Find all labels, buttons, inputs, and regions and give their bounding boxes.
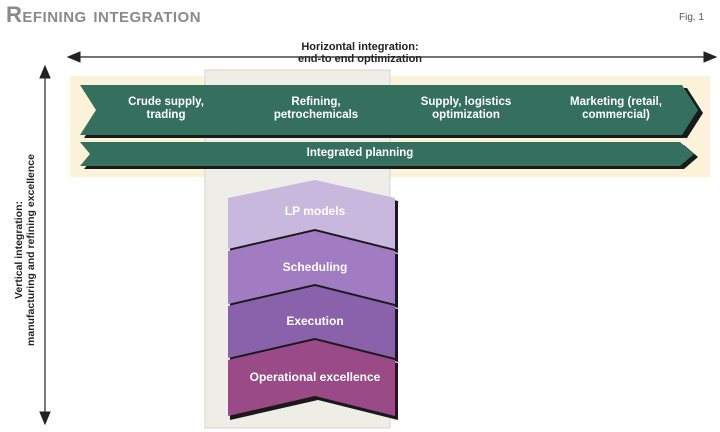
label-supply-logistics: Supply, logistics optimization — [400, 96, 532, 122]
label-execution: Execution — [286, 314, 344, 328]
refining-line1: Refining, — [291, 96, 341, 108]
chevron-marketing — [530, 85, 698, 135]
horizontal-label-line2: end-to end optimization — [297, 53, 423, 65]
horizontal-integration-label: Horizontal integration: end-to end optim… — [280, 41, 440, 65]
refining-line2: petrochemicals — [273, 109, 359, 121]
label-marketing: Marketing (retail, commercial) — [550, 96, 682, 122]
supply-logistics-line1: Supply, logistics — [420, 96, 512, 108]
vertical-double-arrow — [39, 64, 51, 426]
label-refining: Refining, petrochemicals — [250, 96, 382, 122]
label-crude-supply: Crude supply, trading — [100, 96, 232, 122]
crude-supply-line2: trading — [146, 109, 186, 121]
vchevron-operational-excellence — [228, 340, 395, 416]
vchevron-execution — [228, 286, 395, 358]
integrated-planning-arrow — [80, 142, 694, 166]
crude-supply-line1: Crude supply, — [128, 96, 204, 108]
marketing-line2: commercial) — [582, 109, 650, 121]
label-lp-models: LP models — [284, 204, 346, 218]
horizontal-label-line1: Horizontal integration: — [301, 41, 419, 53]
chevron-refining — [230, 85, 398, 135]
vchevron-scheduling — [228, 231, 395, 304]
chevron-supply-logistics — [380, 85, 548, 135]
label-scheduling: Scheduling — [282, 260, 348, 274]
vertical-label-line1: Vertical integration: — [13, 200, 25, 300]
chevron-crude-supply — [80, 85, 248, 135]
horizontal-double-arrow — [66, 51, 718, 63]
label-integrated-planning: Integrated planning — [306, 147, 414, 159]
figure-title: Refining integration — [6, 2, 202, 27]
figure-number: Fig. 1 — [678, 12, 704, 23]
marketing-line1: Marketing (retail, — [569, 96, 663, 108]
label-operational-excellence: Operational excellence — [249, 370, 381, 384]
vertical-integration-label: Vertical integration: manufacturing and … — [13, 154, 37, 346]
supply-logistics-line2: optimization — [432, 109, 500, 121]
vertical-label-line2: manufacturing and refining excellence — [25, 154, 37, 346]
horizontal-chevrons — [80, 85, 698, 135]
vertical-chevrons — [228, 180, 398, 420]
vchevron-lp-models — [228, 180, 395, 249]
